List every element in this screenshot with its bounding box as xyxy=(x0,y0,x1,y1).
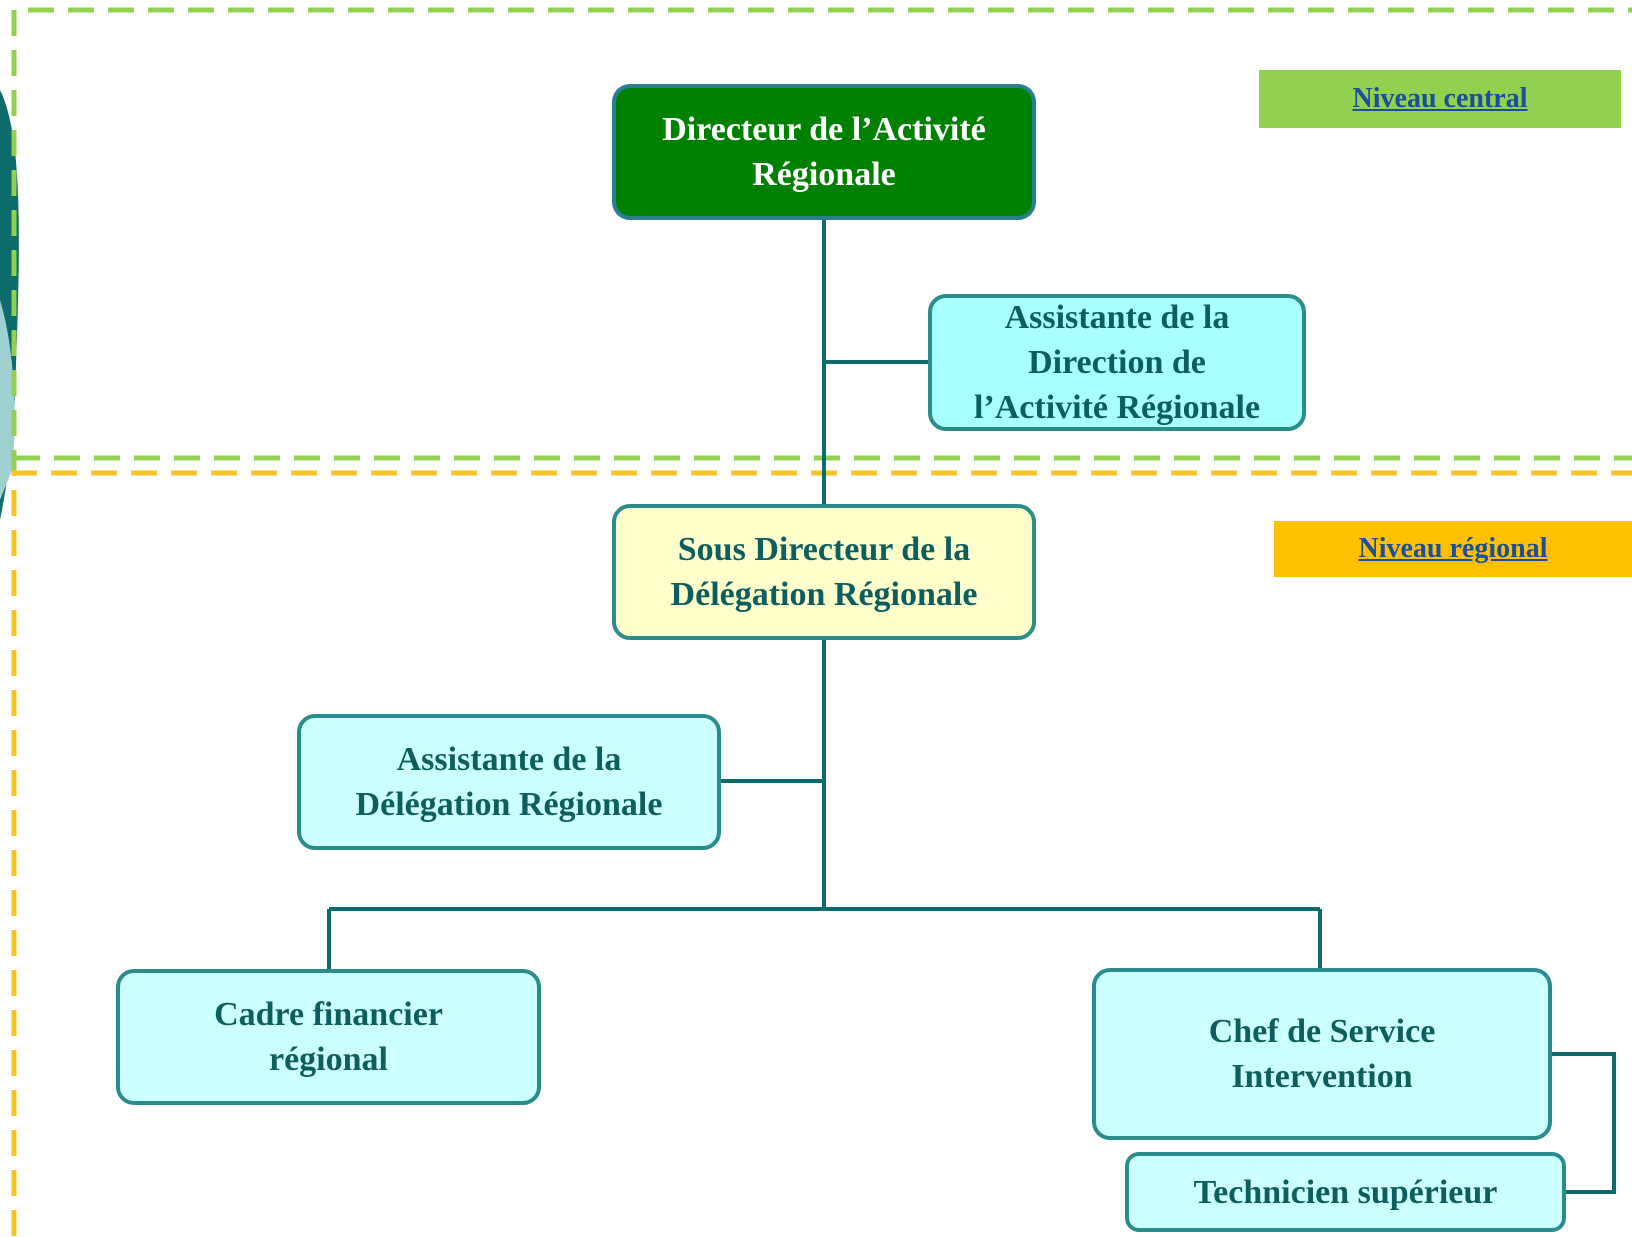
node-chef-service: Chef de Service Intervention xyxy=(1092,968,1552,1140)
decorative-left-shape-light xyxy=(0,300,15,500)
node-chef-service-label: Chef de Service Intervention xyxy=(1208,1013,1436,1095)
node-assistante-delegation-label: Assistante de la Délégation Régionale xyxy=(355,741,663,823)
node-cadre-financier: Cadre financier régional xyxy=(116,969,541,1105)
node-assistante-direction: Assistante de la Direction de l’Activité… xyxy=(928,294,1306,431)
level-tag-regional[interactable]: Niveau régional xyxy=(1274,521,1632,577)
connector-chef-technicien xyxy=(1550,1052,1616,1194)
node-sous-directeur: Sous Directeur de la Délégation Régional… xyxy=(612,504,1036,640)
level-tag-central-label[interactable]: Niveau central xyxy=(1352,83,1528,114)
node-technicien: Technicien supérieur xyxy=(1125,1152,1566,1232)
connectors xyxy=(327,218,1616,1194)
node-directeur: Directeur de l’Activité Régionale xyxy=(612,84,1036,220)
node-assistante-delegation: Assistante de la Délégation Régionale xyxy=(297,714,721,850)
node-assistante-direction-label: Assistante de la Direction de l’Activité… xyxy=(973,299,1261,426)
node-cadre-financier-label: Cadre financier régional xyxy=(214,996,443,1078)
node-sous-directeur-label: Sous Directeur de la Délégation Régional… xyxy=(670,531,978,613)
level-tag-central[interactable]: Niveau central xyxy=(1259,70,1621,128)
regional-level-border xyxy=(11,470,1632,1236)
level-tag-regional-label[interactable]: Niveau régional xyxy=(1358,533,1548,564)
node-directeur-label: Directeur de l’Activité Régionale xyxy=(662,111,986,193)
node-technicien-label: Technicien supérieur xyxy=(1193,1173,1498,1211)
